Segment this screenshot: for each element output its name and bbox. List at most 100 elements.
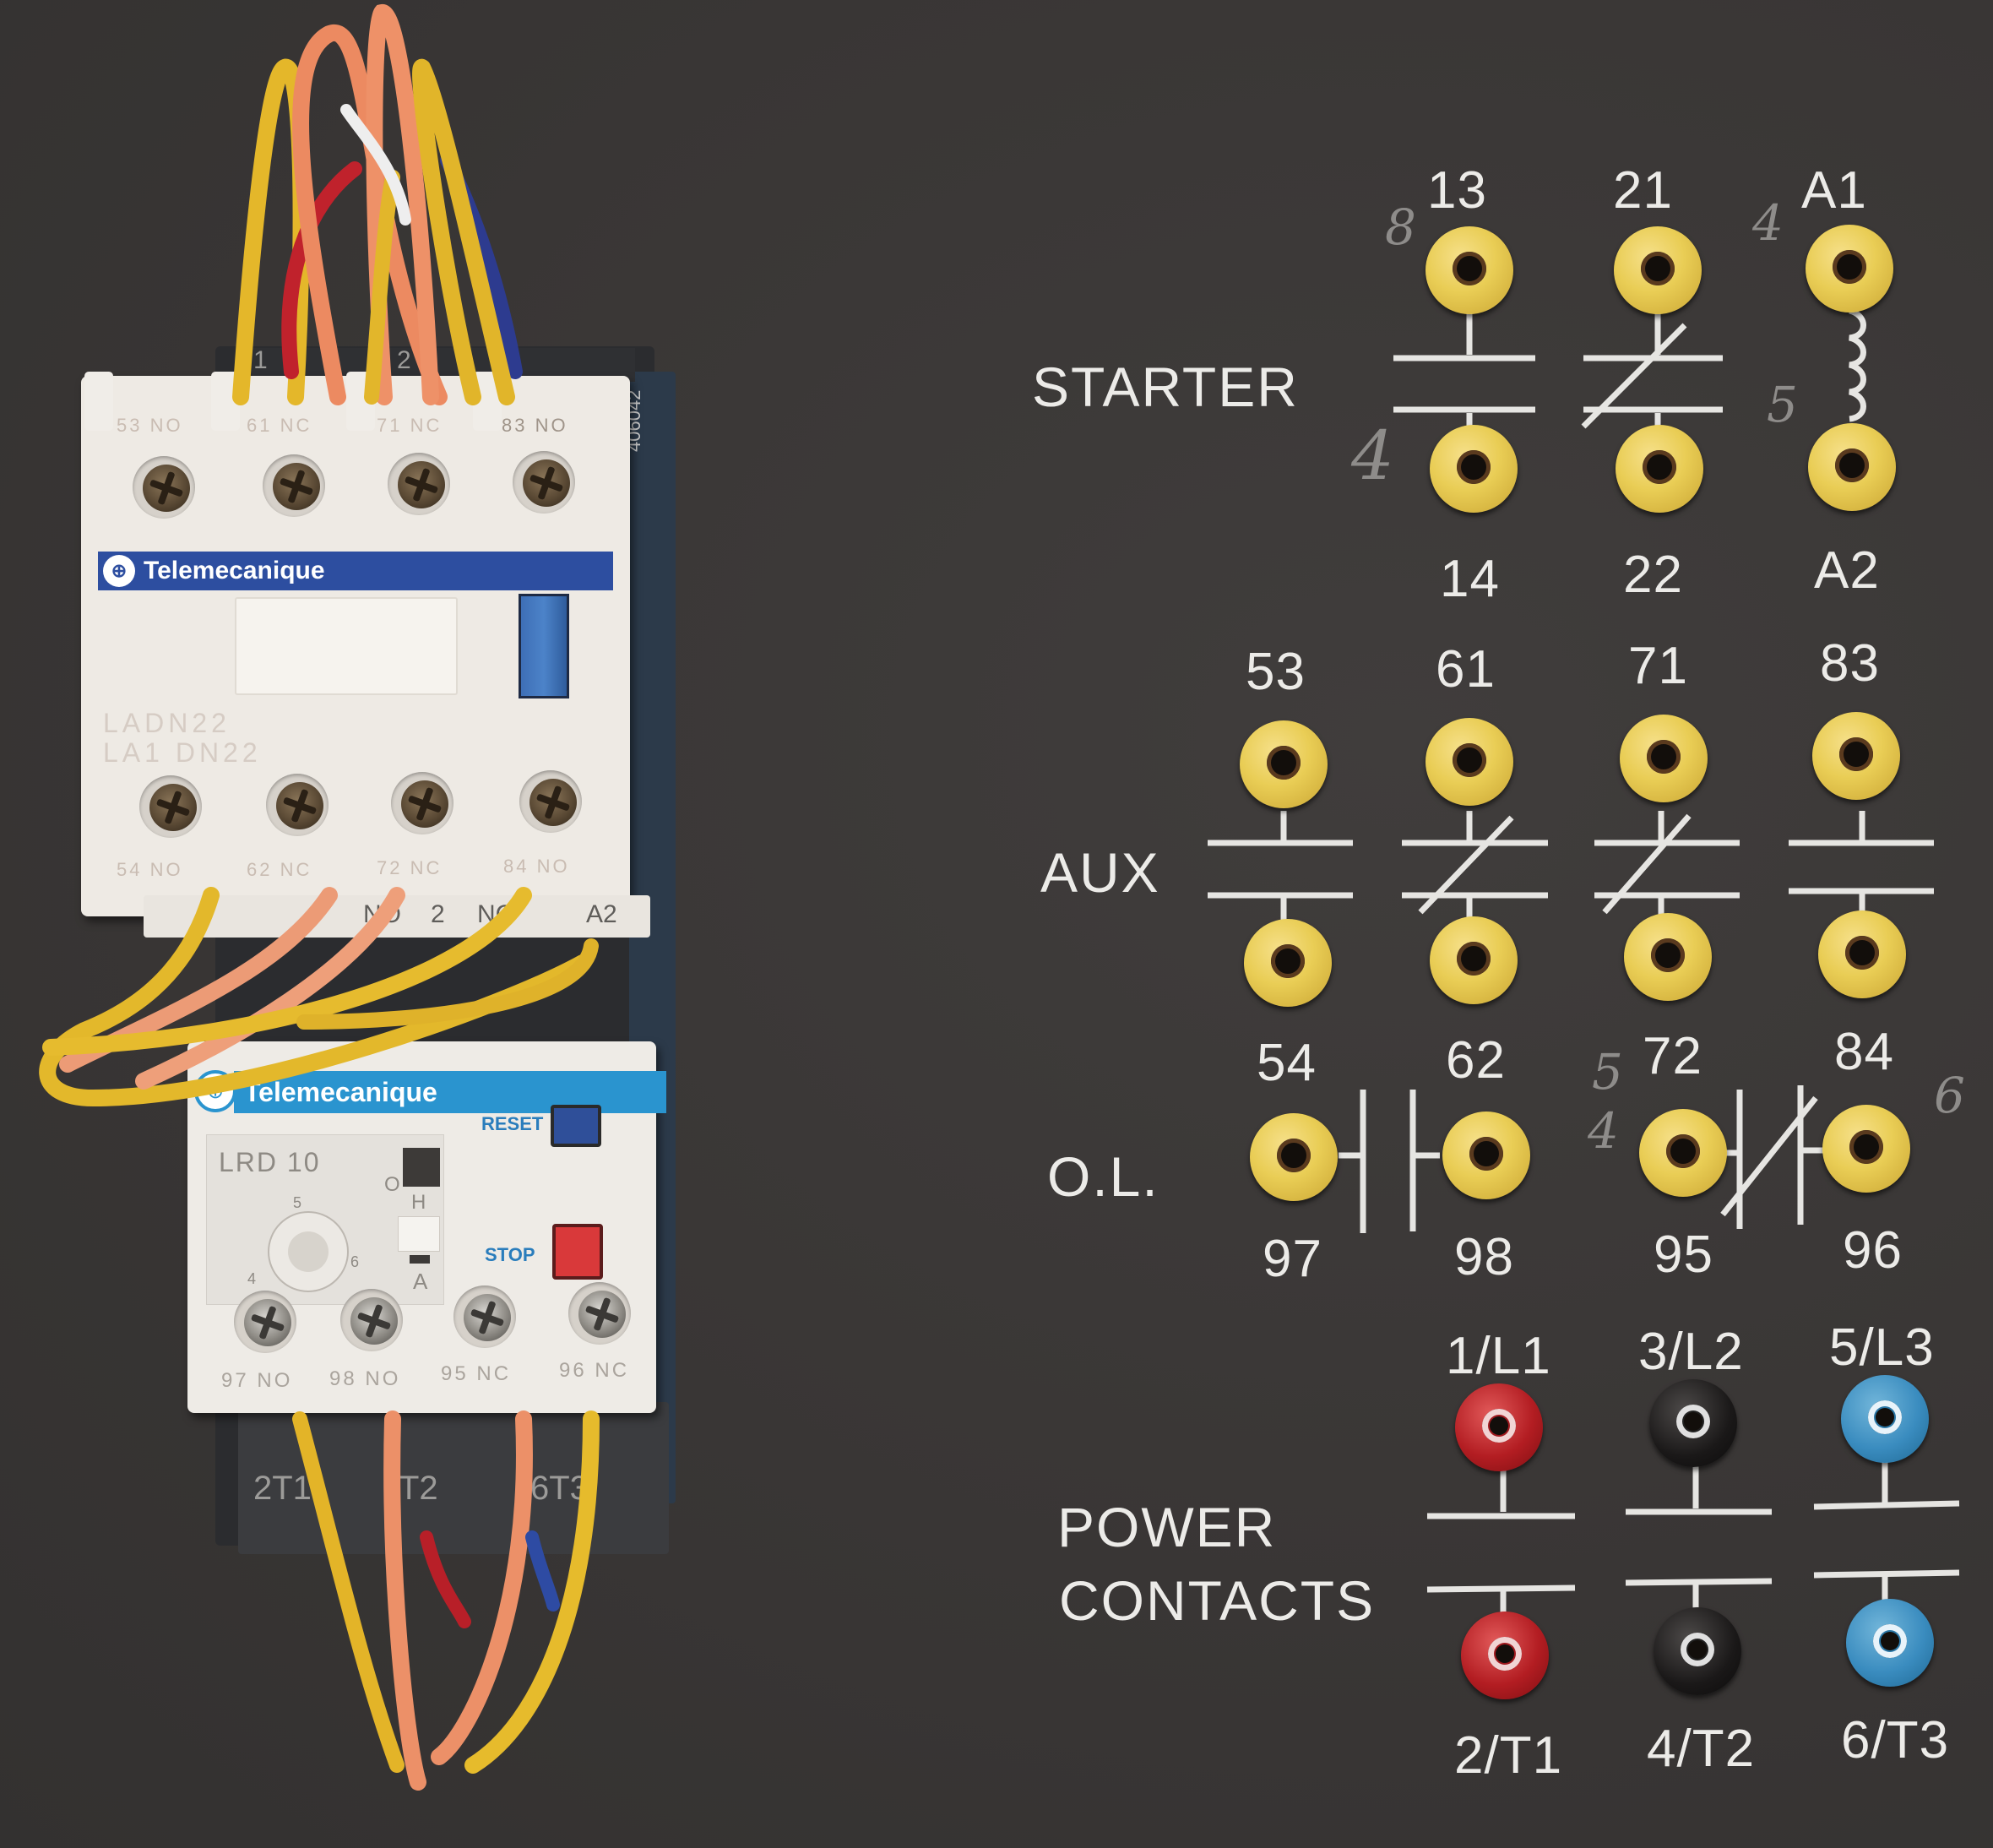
terminal-screw[interactable] xyxy=(568,1282,631,1345)
section-label-ol: O.L. xyxy=(1047,1145,1159,1208)
dial-mark: 5 xyxy=(293,1194,302,1211)
terminal-screw[interactable] xyxy=(139,775,202,838)
terminal-label: A2 xyxy=(1814,541,1880,600)
jack-4-t2[interactable] xyxy=(1654,1607,1741,1695)
dial-mark: 4 xyxy=(247,1270,257,1287)
aux-terminal-label: 71 NC xyxy=(377,415,443,436)
aux-terminal-label: 54 NO xyxy=(117,859,183,880)
jack-98[interactable] xyxy=(1442,1112,1530,1199)
handwritten-mark: 5 xyxy=(1592,1043,1623,1101)
ol-brand-label: Telemecanique xyxy=(244,1076,437,1107)
overload-relay: ⊕ Telemecanique RESET LRD 10 5 4 6 O H A… xyxy=(187,1041,666,1413)
jack-22[interactable] xyxy=(1616,425,1703,513)
aux-model-line1: LADN22 xyxy=(103,708,231,738)
section-label-aux: AUX xyxy=(1040,841,1160,904)
mode-window xyxy=(403,1148,440,1187)
terminal-screw[interactable] xyxy=(513,451,575,514)
aux-terminal-label: 62 NC xyxy=(247,859,312,880)
reset-button[interactable] xyxy=(551,1105,601,1147)
terminal-label: 4/T2 xyxy=(1647,1720,1756,1778)
terminal-label: 22 xyxy=(1623,546,1683,604)
jack-13[interactable] xyxy=(1426,226,1513,314)
mode-mark-o: O xyxy=(384,1173,400,1196)
current-dial[interactable] xyxy=(268,1211,349,1292)
terminal-label: 13 xyxy=(1427,161,1487,220)
ol-model-label: LRD 10 xyxy=(219,1147,321,1177)
jack-72[interactable] xyxy=(1624,913,1712,1001)
blue-slider-tab[interactable] xyxy=(519,594,569,698)
terminal-label: 14 xyxy=(1440,550,1500,608)
handwritten-mark: 5 xyxy=(1767,376,1798,433)
dial-screw-icon xyxy=(288,1231,329,1272)
terminal-clip xyxy=(346,372,375,431)
terminal-label: 53 xyxy=(1246,643,1306,701)
terminal-label: 54 xyxy=(1257,1034,1317,1092)
terminal-screw[interactable] xyxy=(234,1291,296,1353)
aux-terminal-label: 84 NO xyxy=(503,856,570,877)
jack-61[interactable] xyxy=(1426,718,1513,806)
terminal-label: 95 xyxy=(1654,1226,1713,1284)
current-setting-area: LRD 10 5 4 6 O H A xyxy=(206,1134,444,1305)
handwritten-mark: 8 xyxy=(1385,198,1416,256)
terminal-screw[interactable] xyxy=(453,1285,516,1348)
jack-71[interactable] xyxy=(1620,715,1708,802)
stop-button[interactable] xyxy=(552,1224,603,1280)
terminal-label: 83 xyxy=(1820,634,1880,693)
aux-model-line2: LA1 DN22 xyxy=(103,737,262,768)
jack-5-l3[interactable] xyxy=(1841,1375,1929,1463)
jack-84[interactable] xyxy=(1818,910,1906,998)
contactor-bottom-mark: NO xyxy=(363,900,401,928)
jack-96[interactable] xyxy=(1822,1105,1910,1193)
terminal-clip xyxy=(211,372,240,431)
jack-1-l1[interactable] xyxy=(1455,1383,1543,1471)
jack-2-t1[interactable] xyxy=(1461,1612,1549,1699)
jack-14[interactable] xyxy=(1430,425,1518,513)
jack-95[interactable] xyxy=(1639,1109,1727,1197)
terminal-screw[interactable] xyxy=(391,772,453,834)
lower-terminal-label: 2T1 xyxy=(253,1470,312,1507)
jack-6-t3[interactable] xyxy=(1846,1599,1934,1687)
terminal-screw[interactable] xyxy=(133,456,195,519)
lower-terminal-label: T2 xyxy=(399,1470,438,1507)
terminal-label: 84 xyxy=(1834,1023,1894,1081)
contactor-top-mark: 1 xyxy=(253,346,268,374)
handwritten-mark: 6 xyxy=(1934,1067,1965,1124)
telemecanique-logo-icon: ⊕ xyxy=(103,555,135,587)
dial-mark: 6 xyxy=(350,1253,360,1270)
aux-brand-label: Telemecanique xyxy=(144,557,325,584)
terminal-label: A1 xyxy=(1801,161,1867,220)
mode-selector[interactable] xyxy=(398,1216,440,1252)
terminal-label: 72 xyxy=(1643,1027,1702,1085)
label-window xyxy=(235,597,458,695)
jack-83[interactable] xyxy=(1812,712,1900,800)
jack-53[interactable] xyxy=(1240,720,1328,808)
contactor-top-mark: 2 xyxy=(397,346,411,374)
terminal-screw[interactable] xyxy=(340,1289,403,1351)
jack-3-l2[interactable] xyxy=(1649,1379,1737,1467)
terminal-label: 62 xyxy=(1446,1031,1506,1090)
jack-a1[interactable] xyxy=(1806,225,1893,313)
jack-a2[interactable] xyxy=(1808,423,1896,511)
mode-mark-h: H xyxy=(411,1191,426,1214)
handwritten-mark: 4 xyxy=(1588,1102,1619,1160)
terminal-clip xyxy=(473,372,502,431)
jack-54[interactable] xyxy=(1244,919,1332,1007)
terminal-label: 61 xyxy=(1436,640,1496,698)
terminal-label: 2/T1 xyxy=(1454,1726,1563,1785)
contactor-top-mark: 5 xyxy=(503,346,518,374)
jack-62[interactable] xyxy=(1430,916,1518,1004)
contactor-bottom-mark: 2 xyxy=(431,900,445,928)
terminal-screw[interactable] xyxy=(519,770,582,833)
terminal-label: 3/L2 xyxy=(1638,1323,1744,1381)
terminal-clip xyxy=(84,372,113,431)
terminal-screw[interactable] xyxy=(263,454,325,517)
jack-97[interactable] xyxy=(1250,1113,1338,1201)
ol-terminal-label: 96 NC xyxy=(559,1359,630,1382)
jack-21[interactable] xyxy=(1614,226,1702,314)
lower-terminal-label: 6T3 xyxy=(530,1470,589,1507)
terminal-screw[interactable] xyxy=(266,774,329,836)
aux-contact-block: 53 NO 61 NC 71 NC 83 NO ⊕ Telemecanique … xyxy=(81,376,630,916)
terminal-screw[interactable] xyxy=(388,453,450,515)
reset-label: RESET xyxy=(481,1113,544,1134)
ol-terminal-label: 97 NO xyxy=(221,1369,293,1392)
